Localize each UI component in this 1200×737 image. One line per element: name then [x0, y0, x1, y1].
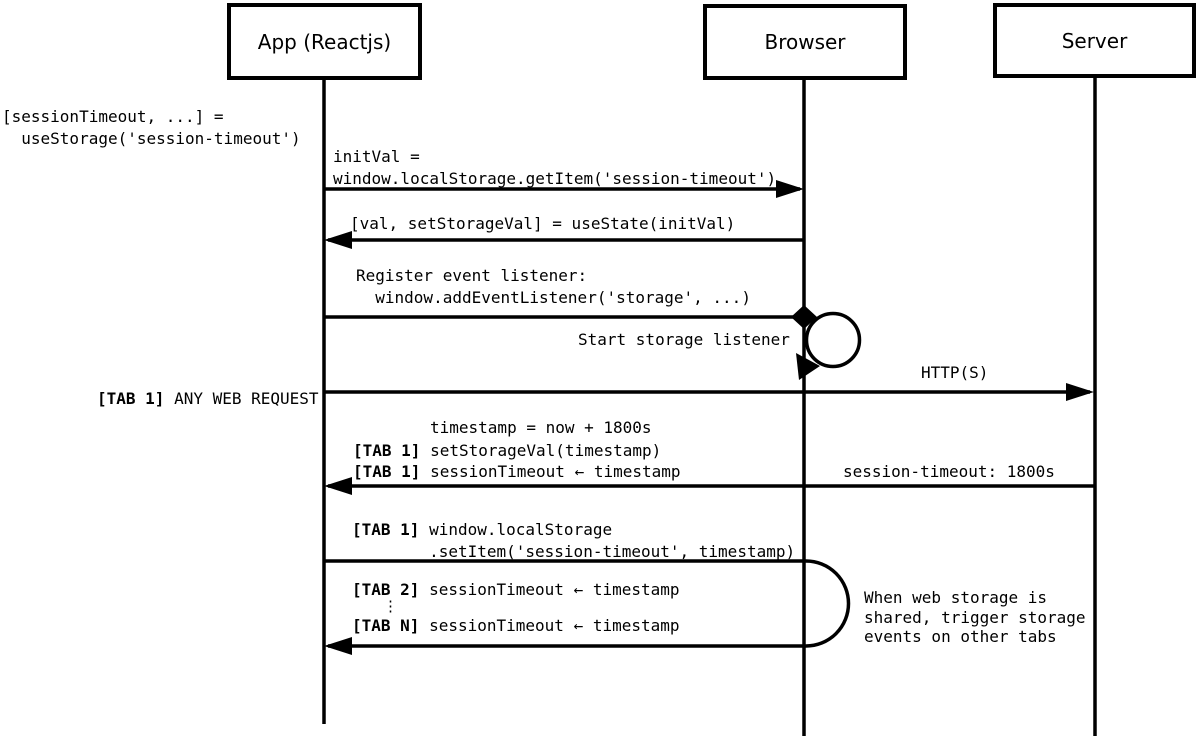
msg-sessiontimeout-tab1-label: [TAB 1] sessionTimeout ← timestamp: [353, 461, 681, 483]
sessiontimeout-tab2-text: sessionTimeout ← timestamp: [419, 580, 680, 599]
msg-setstorageval-label: [TAB 1] setStorageVal(timestamp): [353, 440, 661, 462]
msg-session-response-label: session-timeout: 1800s: [843, 462, 1055, 481]
sessiontimeout-tab1-text: sessionTimeout ← timestamp: [420, 462, 681, 481]
tab1-tag: [TAB 1]: [97, 389, 165, 408]
msg-usestate-label: [val, setStorageVal] = useState(initVal): [350, 214, 736, 233]
tab2-tag: [TAB 2]: [352, 580, 420, 599]
ellipsis-vertical: ⋮: [383, 597, 398, 615]
msg-sessiontimeout-tabn-label: [TAB N] sessionTimeout ← timestamp: [352, 615, 680, 637]
msg-any-web-request-label: [TAB 1] ANY WEB REQUEST: [97, 388, 319, 410]
setstorageval-text: setStorageVal(timestamp): [420, 441, 662, 460]
actor-box-browser: Browser: [703, 4, 907, 80]
storage-listener-loop-head: [796, 353, 820, 380]
arrow-http-head: [1066, 383, 1094, 401]
msg-initval-label: initVal = window.localStorage.getItem('s…: [333, 147, 777, 188]
tabn-tag: [TAB N]: [352, 616, 420, 635]
msg-timestamp-calc-label: timestamp = now + 1800s: [430, 418, 652, 437]
storage-broadcast-path: [324, 559, 851, 648]
storage-shared-note: When web storage is shared, trigger stor…: [864, 588, 1086, 646]
msg-sessiontimeout-tab2-label: [TAB 2] sessionTimeout ← timestamp: [352, 579, 680, 601]
register-diamond: [791, 305, 817, 329]
actor-label-server: Server: [1061, 28, 1128, 53]
msg-register-label: Register event listener: window.addEvent…: [356, 266, 751, 307]
arrow-usestate-head: [324, 231, 352, 249]
any-web-request-text: ANY WEB REQUEST: [164, 389, 319, 408]
loop-start-listener-label: Start storage listener: [578, 330, 790, 349]
tab1-tag: [TAB 1]: [352, 520, 420, 539]
sessiontimeout-tabn-text: sessionTimeout ← timestamp: [419, 616, 680, 635]
setitem-text: window.localStorage .setItem('session-ti…: [429, 520, 796, 561]
arrow-response-head: [324, 477, 352, 495]
actor-label-app: App (Reactjs): [257, 29, 392, 54]
storage-broadcast-head: [324, 637, 352, 655]
arrow-getitem-head: [776, 180, 804, 198]
storage-listener-loop: [804, 311, 862, 369]
actor-box-app: App (Reactjs): [227, 3, 422, 80]
tab1-tag: [TAB 1]: [353, 462, 421, 481]
actor-label-browser: Browser: [764, 30, 846, 54]
tab1-tag: [TAB 1]: [353, 441, 421, 460]
actor-box-server: Server: [993, 3, 1196, 78]
msg-http-label: HTTP(S): [921, 363, 989, 382]
hook-declaration-note: [sessionTimeout, ...] = useStorage('sess…: [2, 107, 301, 148]
msg-setitem-label: [TAB 1] window.localStorage .setItem('se…: [352, 519, 795, 563]
